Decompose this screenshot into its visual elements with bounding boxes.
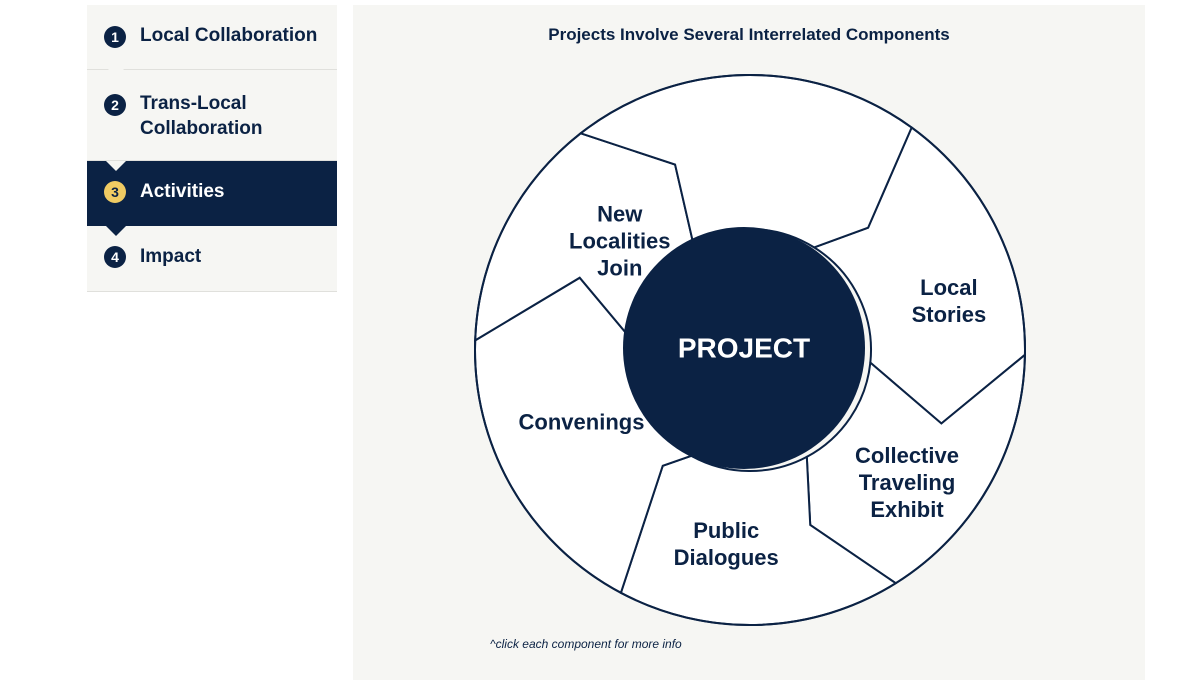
step-label: Impact <box>140 246 202 267</box>
step-trans-local-collaboration[interactable]: 2 Trans-Local Collaboration <box>87 70 337 161</box>
project-hub[interactable] <box>623 227 865 469</box>
step-label: Local Collaboration <box>140 25 318 46</box>
step-number-badge: 4 <box>104 246 126 268</box>
click-hint: ^click each component for more info <box>490 637 682 651</box>
diagram-title: Projects Involve Several Interrelated Co… <box>548 25 950 44</box>
step-label: Activities <box>140 181 225 202</box>
step-activities[interactable]: 3 Activities <box>87 161 337 236</box>
step-label: Trans-Local Collaboration <box>140 93 263 139</box>
step-number-badge: 1 <box>104 26 126 48</box>
diagram-panel: Projects Involve Several Interrelated Co… <box>353 5 1145 680</box>
step-notch <box>106 161 126 171</box>
step-number-badge: 3 <box>104 181 126 203</box>
step-impact[interactable]: 4 Impact <box>87 226 337 292</box>
step-number-badge: 2 <box>104 94 126 116</box>
outer-ring <box>474 74 1026 626</box>
step-local-collaboration[interactable]: 1 Local Collaboration <box>87 5 337 80</box>
active-step-pointer <box>106 226 126 236</box>
step-nav: 1 Local Collaboration 2 Trans-Local Coll… <box>87 5 337 292</box>
component-cycle-diagram: CoursesLocalStoriesCollectiveTravelingEx… <box>474 74 1026 626</box>
